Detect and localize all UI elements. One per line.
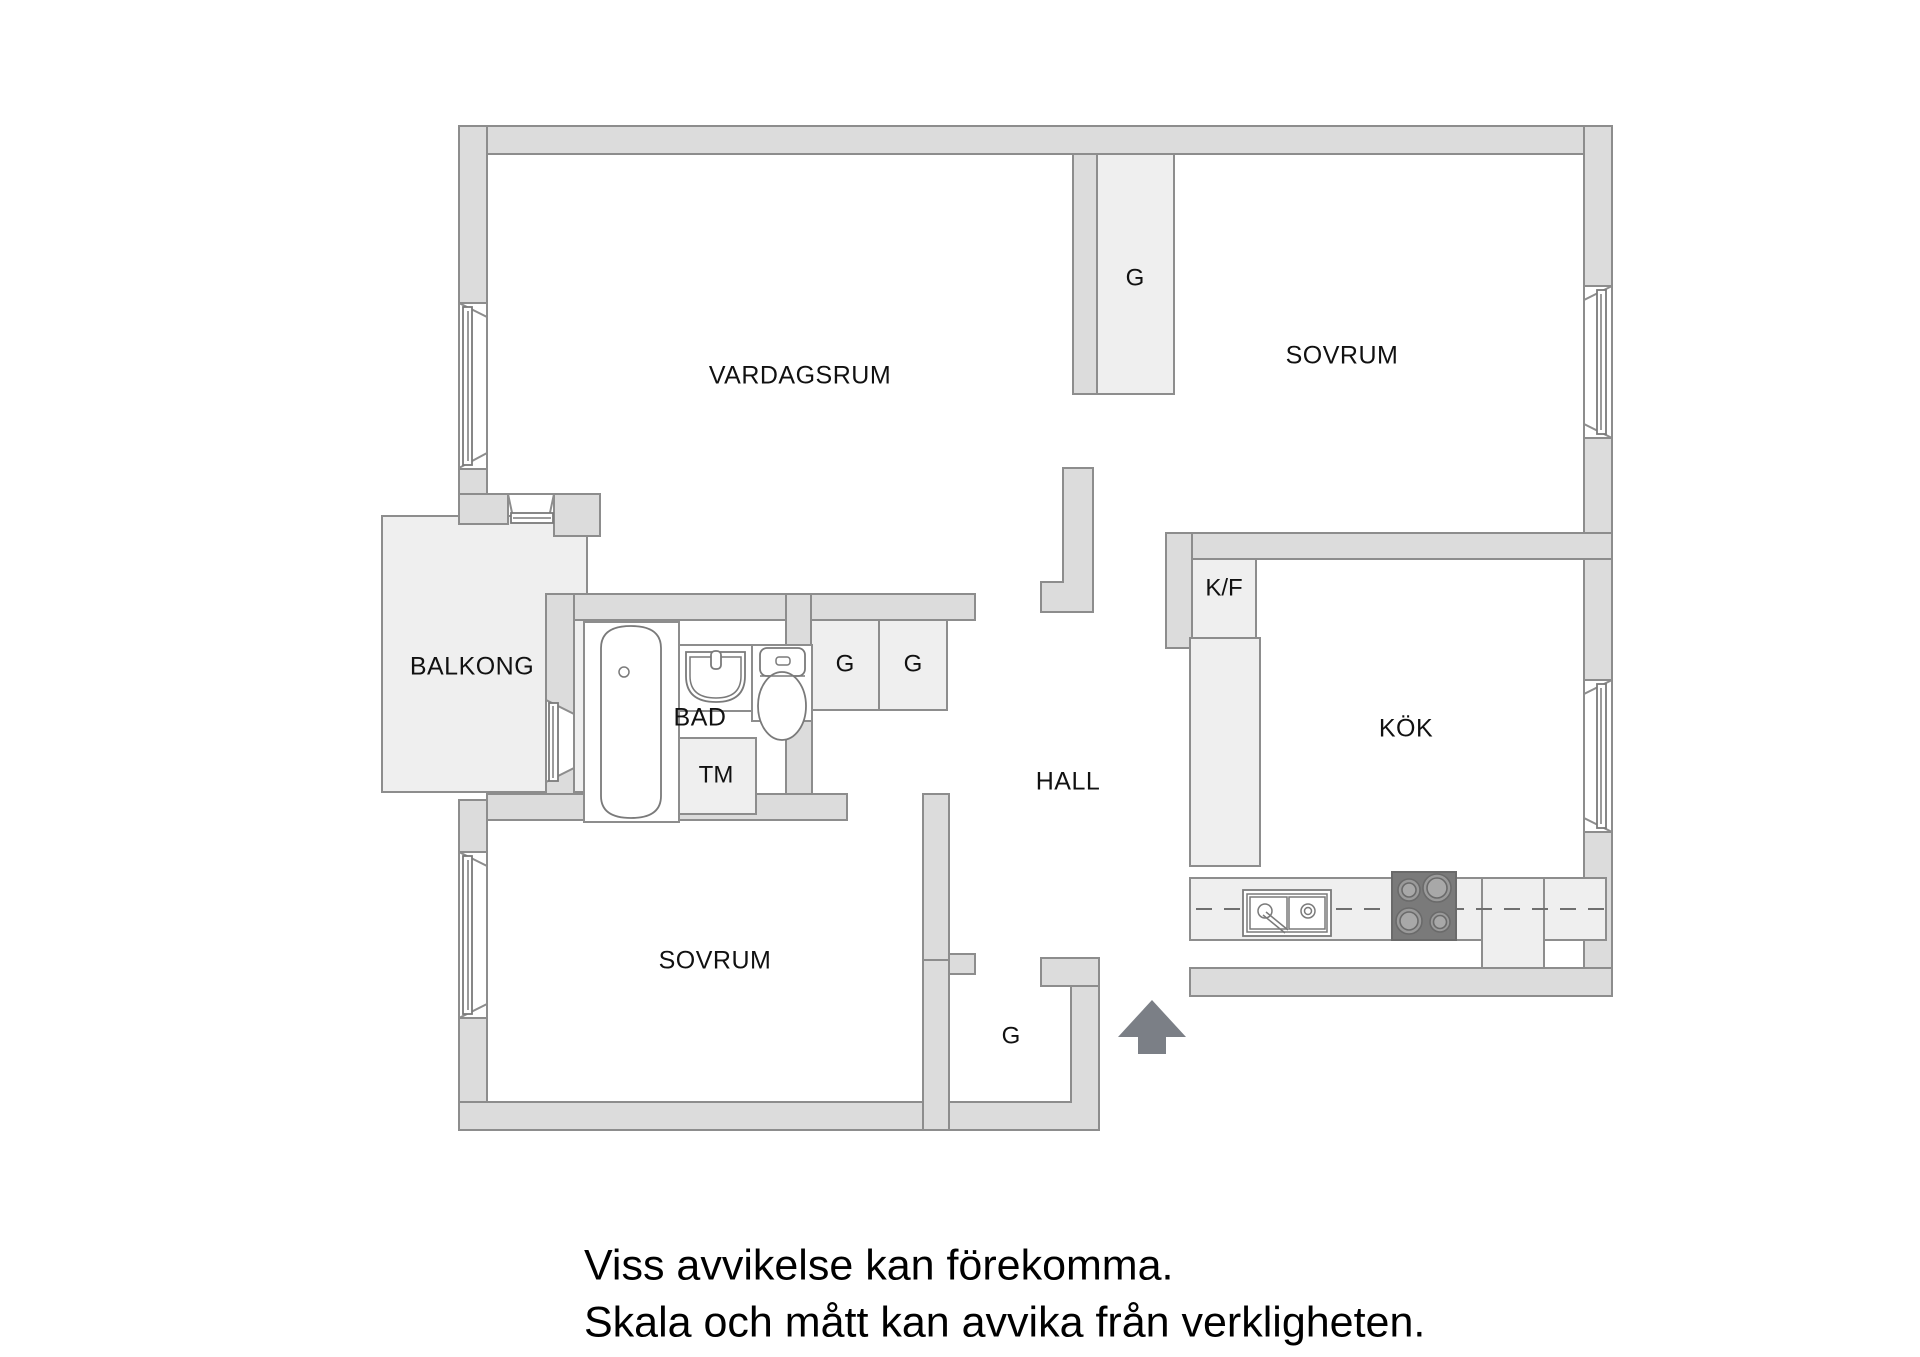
fixture-label-closet-top: G: [1126, 264, 1145, 291]
caption-block: Viss avvikelse kan förekomma. Skala och …: [584, 1241, 1425, 1346]
sink-faucet-arm-2: [1262, 914, 1286, 934]
stove-burner-2-inner: [1426, 877, 1448, 899]
kitchen-counter-run: [1189, 871, 1607, 969]
wall-bedroom-bottom-right-b: [922, 959, 950, 1131]
room-label-balkong: BALKONG: [410, 653, 534, 681]
room-label-bad: BAD: [674, 704, 727, 732]
win-livingroom-left: [458, 301, 488, 470]
washbasin-bowl: [685, 651, 746, 703]
wall-bedroom-bottom-right-a: [922, 793, 950, 975]
win-bathroom-balcony: [545, 698, 575, 784]
room-label-sovrum-bottom: SOVRUM: [659, 947, 772, 975]
kitchen-cabinet-right: [1481, 877, 1545, 969]
room-label-kok: KÖK: [1379, 715, 1433, 743]
closet-top-box: [1096, 153, 1175, 395]
wall-hall-stub: [1040, 467, 1094, 613]
room-label-vardagsrum: VARDAGSRUM: [709, 362, 891, 390]
fixture-label-washer: TM: [699, 761, 734, 788]
toilet-flush-button: [775, 656, 791, 666]
closet-hall-header: [810, 593, 976, 621]
fixture-label-closet-hall-1: G: [836, 650, 855, 677]
sink-bowl-left: [1249, 896, 1288, 930]
room-label-sovrum-top: SOVRUM: [1286, 342, 1399, 370]
bathtub: [583, 621, 680, 823]
closet-hall-2-box: [878, 619, 948, 711]
kitchen-sink: [1242, 889, 1332, 937]
kitchen-tall-cabinets: [1189, 637, 1261, 867]
wall-kitchen-left: [1165, 532, 1193, 649]
sink-faucet-arm: [1265, 911, 1289, 931]
fixture-label-closet-hall-2: G: [904, 650, 923, 677]
wall-lower-closet-top: [1040, 957, 1100, 987]
balcony-wall-right-stub: [553, 493, 601, 537]
wall-kitchen-top: [1165, 532, 1613, 560]
balcony-wall-left-stub: [458, 493, 509, 525]
wall-bedroom-door-jamb: [948, 953, 976, 975]
stove-cooktop: [1391, 871, 1457, 941]
win-kitchen-right: [1583, 678, 1613, 834]
stove-burner-1-inner: [1401, 882, 1417, 898]
room-labels: VARDAGSRUM SOVRUM BALKONG BAD HALL KÖK S…: [410, 342, 1433, 975]
washbasin: [678, 644, 753, 712]
hall-closets: [810, 593, 976, 711]
sink-inner-frame: [1246, 893, 1328, 933]
sink-drain-right-inner: [1303, 906, 1313, 916]
caption-line-1: Viss avvikelse kan förekomma.: [584, 1241, 1174, 1289]
wall-bottom-kitchen: [1189, 967, 1613, 997]
wall-top: [458, 125, 1613, 155]
fixture-label-fridge-freezer: K/F: [1205, 574, 1242, 601]
washbasin-bowl-inner: [689, 656, 742, 699]
win-balcony-door-top: [506, 493, 556, 524]
entrance-arrow: [1118, 1000, 1186, 1054]
stove-burner-3-inner: [1399, 911, 1419, 931]
win-bedroom-top-right: [1583, 284, 1613, 440]
fixture-label-closet-bottom: G: [1002, 1022, 1021, 1049]
closet-hall-1-box: [810, 619, 880, 711]
bathtub-basin: [600, 625, 662, 819]
room-label-hall: HALL: [1036, 768, 1101, 796]
caption-line-2: Skala och mått kan avvika från verklighe…: [584, 1298, 1425, 1346]
fixture-labels: G G G G K/F TM: [699, 264, 1243, 1049]
sink-bowl-right: [1288, 896, 1326, 930]
toilet-bowl: [757, 671, 807, 741]
sink-drain-left: [1257, 903, 1273, 919]
toilet: [751, 644, 813, 741]
washer-box: [675, 737, 757, 815]
bathtub-drain: [618, 666, 630, 678]
stove-burner-4-inner: [1432, 914, 1448, 930]
washbasin-tap: [710, 650, 722, 670]
sink-drain-right: [1300, 903, 1316, 919]
wall-living-bedroom: [1072, 153, 1098, 395]
win-bedroom-bottom-left: [458, 850, 488, 1020]
wall-right: [1583, 125, 1613, 997]
